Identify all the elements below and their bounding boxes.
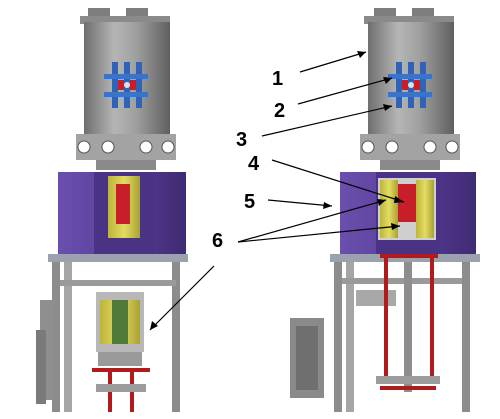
right-magnet-coil xyxy=(378,178,436,240)
arrow-6a xyxy=(237,199,387,243)
left-apparatus xyxy=(36,8,188,412)
label-1: 1 xyxy=(272,68,283,90)
arrow-3 xyxy=(261,105,393,137)
left-support-frame xyxy=(36,254,188,412)
arrow-6b xyxy=(237,225,401,243)
left-chamber-flange xyxy=(76,134,176,170)
left-bottom-fixture xyxy=(92,368,150,412)
right-apparatus xyxy=(290,8,480,412)
left-magnet-coil xyxy=(108,176,140,238)
label-3: 3 xyxy=(236,129,247,151)
right-ion-trap xyxy=(388,62,432,108)
arrow-heads xyxy=(150,51,404,330)
left-top-flange xyxy=(80,8,170,24)
left-lower-coil xyxy=(96,292,144,366)
right-chamber-flange xyxy=(360,134,460,170)
label-5: 5 xyxy=(244,191,255,213)
arrow-2 xyxy=(297,77,393,105)
annotation-arrows xyxy=(149,51,405,331)
label-2: 2 xyxy=(274,100,285,122)
arrow-4 xyxy=(271,159,405,203)
arrow-1 xyxy=(299,51,367,73)
right-red-rods xyxy=(376,254,440,392)
right-top-flange xyxy=(364,8,454,24)
arrow-6c xyxy=(149,265,215,331)
label-6-right: 6 xyxy=(212,230,223,252)
left-ion-trap xyxy=(104,62,148,108)
arrow-5 xyxy=(267,199,333,207)
label-4: 4 xyxy=(248,153,260,175)
